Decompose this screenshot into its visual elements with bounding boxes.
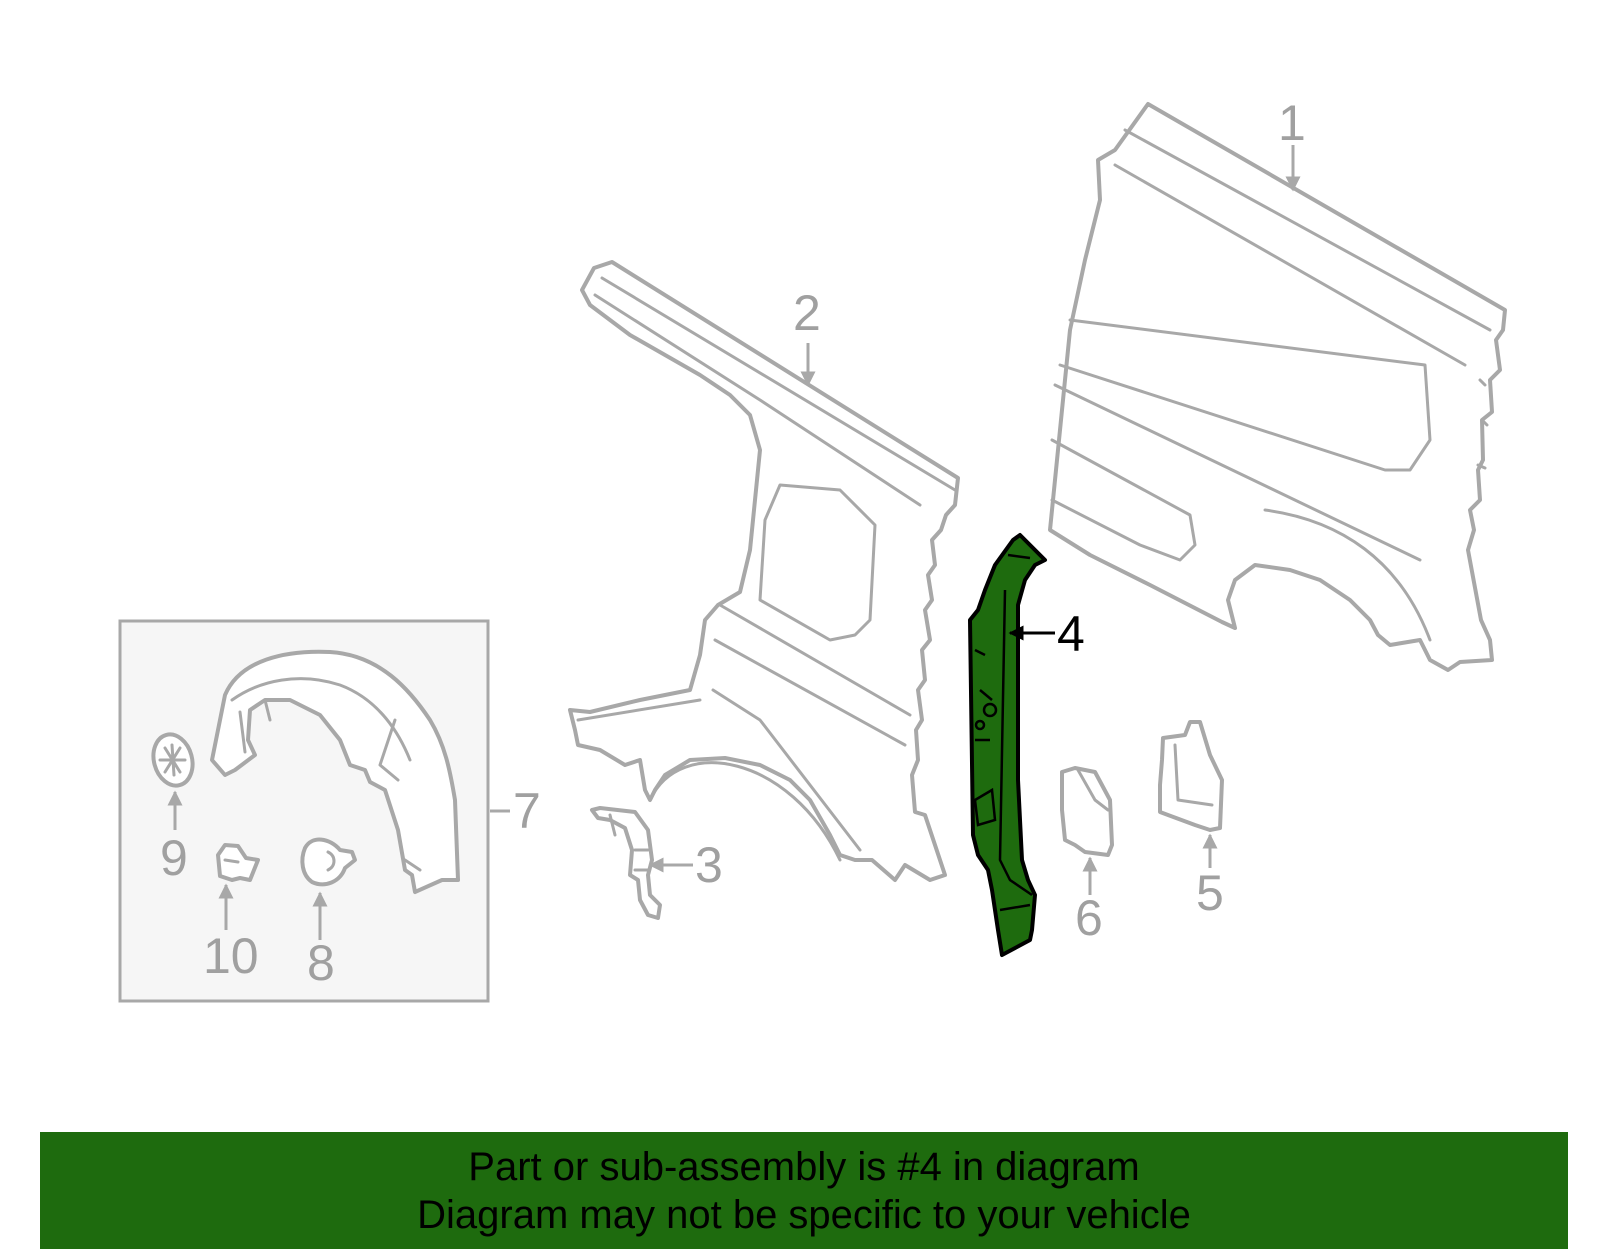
callout-6[interactable]: 6 — [1075, 890, 1103, 946]
part-7-wheelhouse-liner[interactable] — [210, 649, 460, 894]
banner-line-2: Diagram may not be specific to your vehi… — [417, 1192, 1191, 1237]
callout-leaders — [167, 145, 1301, 940]
part-5-bracket[interactable] — [1158, 720, 1224, 832]
part-10-fastener[interactable] — [216, 843, 260, 882]
part-3-bracket[interactable] — [590, 806, 662, 920]
callout-8[interactable]: 8 — [307, 935, 335, 991]
callout-5[interactable]: 5 — [1196, 865, 1224, 921]
callout-3[interactable]: 3 — [695, 837, 723, 893]
callout-9[interactable]: 9 — [160, 830, 188, 886]
callout-4[interactable]: 4 — [1057, 606, 1085, 662]
callout-1[interactable]: 1 — [1278, 95, 1306, 151]
part-6-plate[interactable] — [1060, 766, 1114, 857]
inset-box-part-7 — [118, 619, 490, 1003]
info-banner: Part or sub-assembly is #4 in diagram Di… — [40, 1132, 1568, 1249]
part-1-outer-side-panel[interactable] — [1048, 102, 1507, 672]
part-9-clip[interactable] — [148, 730, 198, 790]
callout-10[interactable]: 10 — [203, 928, 259, 984]
callout-numbers: 1 2 3 4 5 6 7 8 9 10 — [160, 95, 1306, 991]
part-2-inner-side-panel[interactable] — [568, 260, 960, 882]
part-8-push-pin[interactable] — [300, 837, 357, 887]
part-4-pillar-highlighted[interactable] — [968, 533, 1047, 957]
callout-2[interactable]: 2 — [793, 285, 821, 341]
callout-7[interactable]: 7 — [513, 783, 541, 839]
banner-line-1: Part or sub-assembly is #4 in diagram — [468, 1144, 1140, 1189]
part-4-body — [968, 533, 1047, 957]
